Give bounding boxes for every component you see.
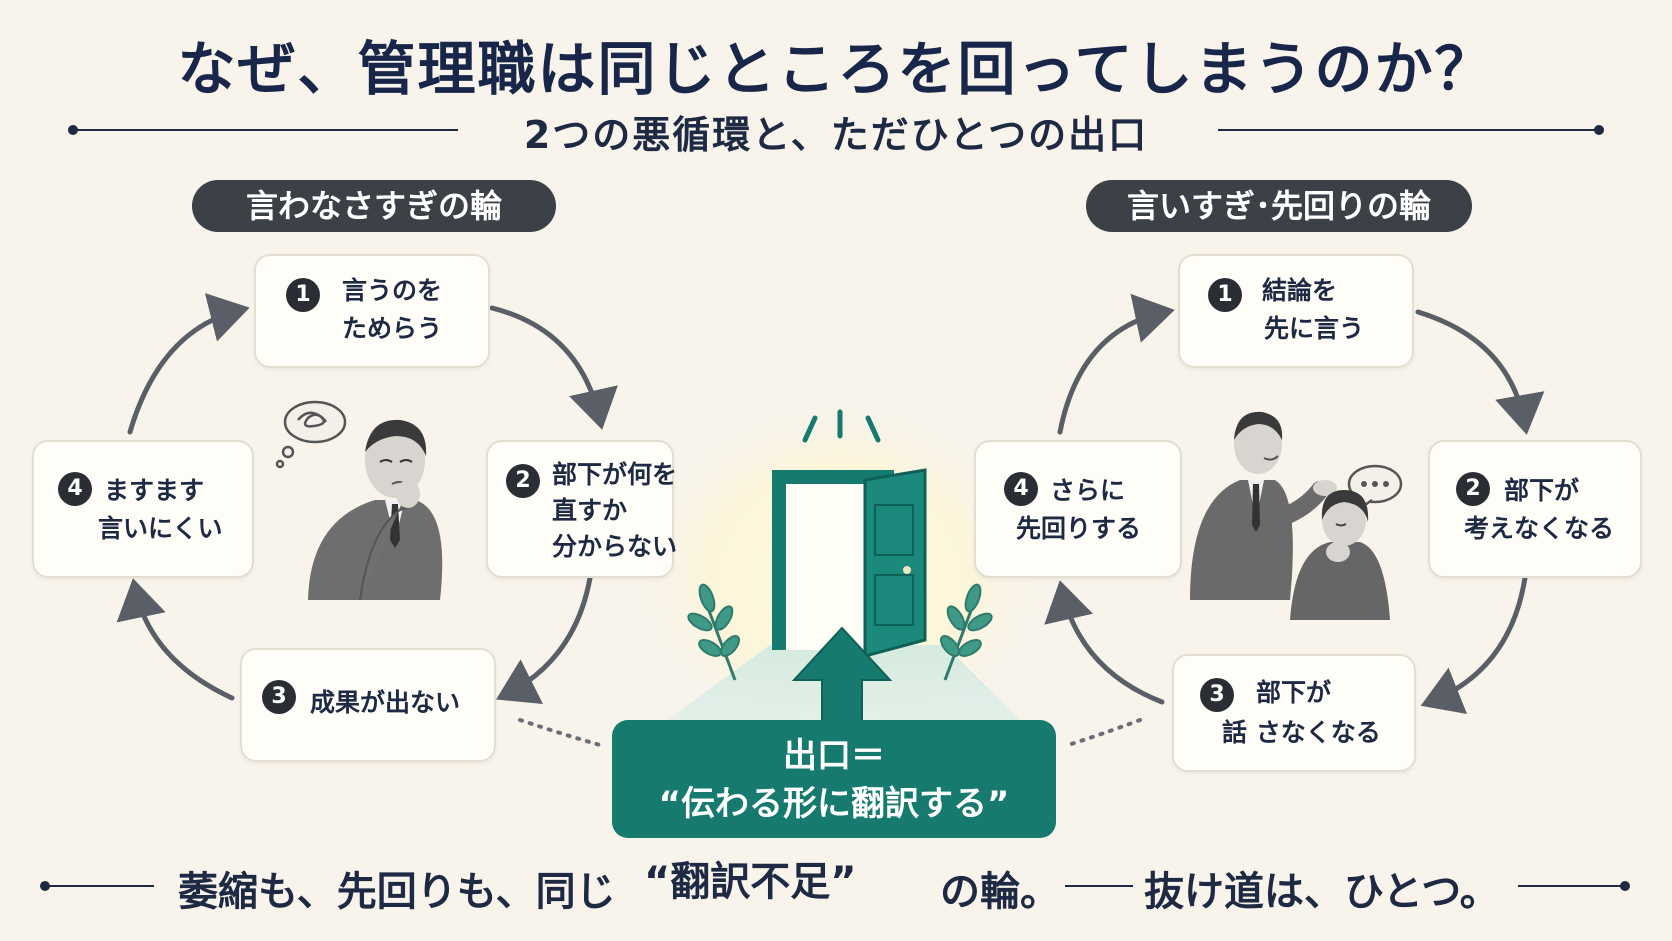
step-number: 1	[1208, 278, 1242, 312]
arrow-left-3-4	[116, 578, 235, 701]
step-text: 先に言う	[1264, 314, 1365, 343]
arrow-left-1-2	[489, 305, 618, 430]
arrow-right-1-2	[1415, 309, 1545, 435]
step-number: 1	[286, 278, 320, 312]
step-text: 言うのを	[342, 276, 443, 305]
step-text: 部下が	[1504, 476, 1580, 505]
exit-message: “伝わる形に翻訳する”	[658, 784, 1010, 824]
divider-line	[72, 129, 458, 131]
talking-manager-figure	[1190, 411, 1337, 600]
leaf-sprig-icon	[687, 583, 740, 681]
step-text: 考えなくなる	[1464, 514, 1615, 543]
step-text: ためらう	[342, 314, 443, 343]
left-cycle-arrows	[116, 293, 618, 704]
left-step-1: 1 言うのを ためらう	[254, 254, 490, 368]
step-text: 直すか	[552, 496, 628, 525]
arrow-right-2-3	[1420, 575, 1528, 715]
junior-staff-figure	[1290, 464, 1403, 620]
bottom-caption: 萎縮も、先回りも、同じ “翻訳不足” の輪。 抜け道は、ひとつ。	[40, 855, 1632, 915]
step-number: 4	[1004, 472, 1038, 506]
step-text: 言いにくい	[98, 514, 223, 543]
arrow-left-2-3	[496, 575, 593, 704]
step-text: 話 さなくなる	[1222, 718, 1381, 747]
open-door-icon	[772, 468, 927, 658]
left-step-2: 2 部下が何を 直すか 分からない	[486, 440, 678, 578]
divider-dot	[1620, 881, 1630, 891]
worried-manager-figure	[275, 400, 443, 601]
step-number: 3	[1200, 678, 1234, 712]
dotted-connector-left	[518, 718, 602, 747]
step-number: 2	[506, 464, 540, 498]
light-rays	[802, 409, 881, 443]
step-text: 成果が出ない	[310, 688, 461, 717]
caption-highlight: “翻訳不足”	[644, 859, 857, 905]
right-step-4: 4 さらに 先回りする	[974, 440, 1182, 578]
arrow-right-3-4	[1044, 580, 1165, 705]
subtitle: 2つの悪循環と、ただひとつの出口	[523, 113, 1149, 157]
divider-dot	[1594, 125, 1604, 135]
subtitle-row: 2つの悪循環と、ただひとつの出口	[68, 104, 1604, 157]
left-step-3: 3 成果が出ない	[240, 648, 496, 762]
exit-callout: 出口＝ “伝わる形に翻訳する”	[612, 720, 1056, 838]
arrow-right-4-1	[1057, 293, 1175, 435]
step-text: 分からない	[552, 532, 678, 561]
step-text: 先回りする	[1016, 514, 1142, 543]
thought-scribble-icon	[275, 400, 347, 469]
leaf-sprig-icon	[940, 583, 993, 681]
divider-line	[44, 885, 154, 887]
step-text: 部下が何を	[552, 460, 678, 489]
exit-label: 出口＝	[783, 736, 885, 776]
right-cycle-arrows	[1044, 293, 1545, 715]
step-text: 部下が	[1256, 678, 1332, 707]
step-text: さらに	[1050, 476, 1126, 505]
left-step-4: 4 ますます 言いにくい	[32, 440, 254, 578]
arrow-left-4-1	[127, 293, 250, 435]
step-number: 2	[1456, 472, 1490, 506]
right-step-2: 2 部下が 考えなくなる	[1428, 440, 1642, 578]
right-cycle-label: 言いすぎ･先回りの輪	[1086, 180, 1472, 232]
step-number: 4	[58, 472, 92, 506]
caption-part-3: 抜け道は、ひとつ。	[1144, 869, 1500, 915]
divider-line	[1218, 129, 1600, 131]
right-step-1: 1 結論を 先に言う	[1178, 254, 1414, 368]
step-number: 3	[262, 680, 296, 714]
step-text: ますます	[104, 476, 205, 505]
left-cycle-label: 言わなさすぎの輪	[192, 180, 556, 232]
step-text: 結論を	[1262, 276, 1338, 305]
caption-part-2: の輪。	[940, 869, 1060, 915]
divider-line	[1065, 885, 1133, 887]
caption-part-1: 萎縮も、先回りも、同じ	[178, 869, 616, 915]
dotted-connector-right	[1066, 718, 1142, 747]
right-step-3: 3 部下が 話 さなくなる	[1172, 654, 1416, 772]
page-title: なぜ、管理職は同じところを回ってしまうのか？	[177, 35, 1495, 103]
divider-line	[1518, 885, 1626, 887]
